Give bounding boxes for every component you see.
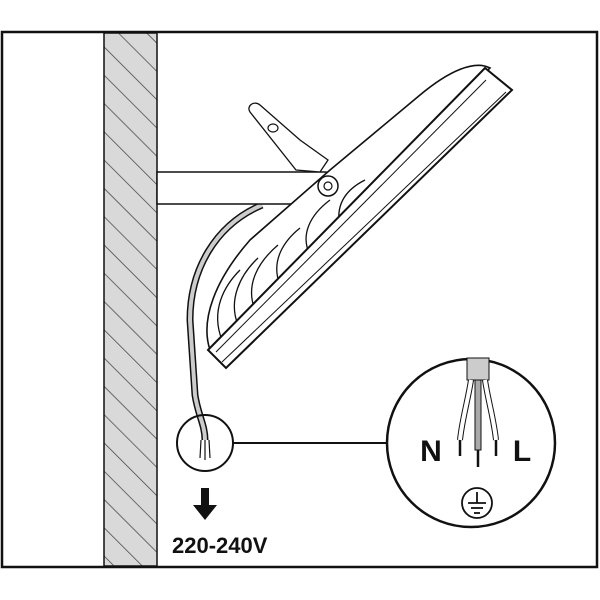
arrow-down-icon	[193, 488, 217, 520]
frame	[0, 30, 599, 569]
wiring-detail: N L	[385, 357, 557, 529]
voltage-label: 220-240V	[172, 533, 268, 558]
neutral-label: N	[420, 435, 442, 468]
ground-symbol-icon	[461, 487, 493, 519]
tilt-handle	[248, 102, 329, 173]
floodlight	[206, 64, 514, 370]
wall	[103, 32, 158, 567]
pivot-bolt	[317, 175, 339, 197]
live-label: L	[513, 435, 531, 468]
